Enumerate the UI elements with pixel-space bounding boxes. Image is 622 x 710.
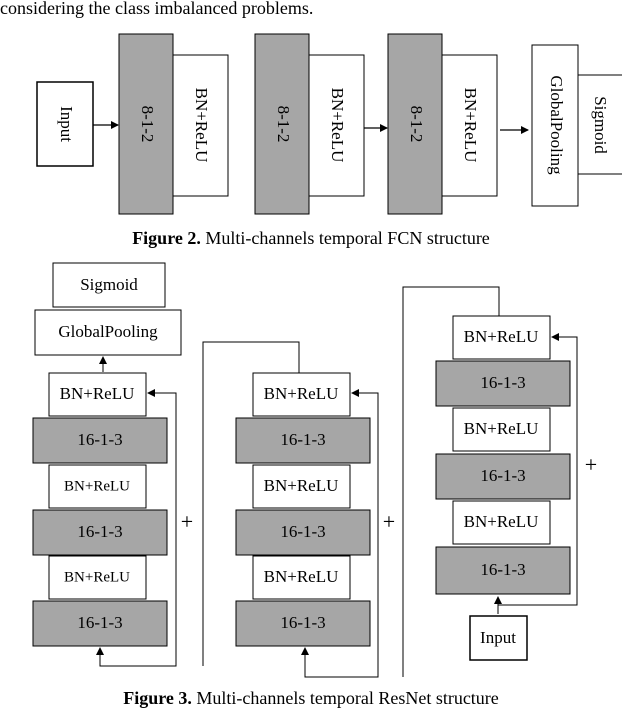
fig3-l-conv-1 [32,417,168,464]
fig2-input-label: Input [57,106,76,142]
fig2-input-box [36,81,94,167]
fig3-l-bn-2 [48,464,147,509]
fig3-r-conv-label-1: 16-1-3 [480,373,525,392]
fig3-m-conv-3 [235,600,371,647]
fig3-r-skip-connection [498,333,578,606]
fig3-m-bn-label-1: BN+ReLU [264,384,339,403]
fig3-m-skip-connection [304,389,379,678]
fig3-m-bn-2 [252,464,351,509]
fig3-r-bn-1 [452,315,551,360]
fig3-r-conv-3 [435,546,571,595]
fig3-right-to-middle-connector [402,286,500,677]
fig2-pool-label: GlobalPooling [547,75,566,175]
fig3-r-conv-label-2: 16-1-3 [480,466,525,485]
fig3-l-skip-connection [99,389,177,667]
figure3-caption: Figure 3. Multi-channels temporal ResNet… [0,688,622,709]
fig3-r-conv-2 [435,453,571,500]
fig3-sigmoid-box [52,262,166,308]
fig2-conv-box-3 [387,33,443,215]
fig2-conv-label-1: 8-1-2 [138,106,157,143]
fig3-m-bn-3 [252,555,351,600]
figure2-caption-text: Multi-channels temporal FCN structure [200,228,490,248]
fig3-l-conv-label-1: 16-1-3 [77,430,122,449]
fig3-m-bn-label-3: BN+ReLU [264,567,339,586]
fig2-bn-box-3 [440,54,498,197]
figure3-caption-text: Multi-channels temporal ResNet structure [191,688,499,708]
fig3-r-bn-2 [452,407,551,452]
fig3-l-conv-label-3: 16-1-3 [77,613,122,632]
fig2-conv-box-2 [254,33,310,215]
preceding-text: considering the class imbalanced problem… [0,0,314,18]
fig3-l-conv-2 [32,509,168,556]
fig3-r-conv-1 [435,360,571,407]
fig3-sigmoid-label: Sigmoid [80,275,138,294]
fig2-conv-box-1 [118,33,174,215]
fig2-sigmoid-label: Sigmoid [591,96,610,154]
fig3-l-conv-label-2: 16-1-3 [77,522,122,541]
fig3-m-conv-2 [235,509,371,556]
fig3-l-bn-label-3: BN+ReLU [64,569,130,585]
fig3-r-bn-label-2: BN+ReLU [464,419,539,438]
fig2-bn-label-1: BN+ReLU [192,88,211,163]
fig3-m-plus: + [383,509,395,534]
fig2-conv-label-3: 8-1-2 [407,106,426,143]
fig3-pool-label: GlobalPooling [58,322,158,341]
fig2-pool-box [531,44,579,207]
figure2-caption-label: Figure 2. [132,228,201,248]
figure2-diagram: Input 8-1-2 BN+ReLU 8-1-2 BN+ReLU 8-1-2 … [36,33,622,215]
fig2-conv-label-2: 8-1-2 [274,106,293,143]
fig3-l-bn-1 [48,372,147,417]
fig3-m-conv-1 [235,417,371,464]
fig3-middle-to-left-connector [202,341,300,666]
fig3-l-bn-3 [48,555,147,600]
fig3-r-conv-label-3: 16-1-3 [480,560,525,579]
figure3-caption-label: Figure 3. [123,688,192,708]
fig3-m-conv-label-1: 16-1-3 [280,430,325,449]
figure3-diagram: Sigmoid GlobalPooling BN+ReLU 16-1-3 BN+… [32,262,597,678]
fig3-m-bn-label-2: BN+ReLU [264,476,339,495]
fig3-r-bn-label-1: BN+ReLU [464,327,539,346]
fig3-l-bn-label-1: BN+ReLU [60,384,135,403]
fig3-r-bn-3 [452,500,551,545]
fig3-l-conv-3 [32,600,168,647]
fig3-l-bn-label-2: BN+ReLU [64,478,130,494]
fig2-bn-box-2 [307,54,365,197]
fig3-l-plus: + [181,509,193,534]
fig3-r-plus: + [585,452,597,477]
fig2-bn-label-3: BN+ReLU [461,88,480,163]
fig3-input-label: Input [480,628,516,647]
fig3-m-conv-label-2: 16-1-3 [280,522,325,541]
fig3-m-bn-1 [252,372,351,417]
fig3-input-box [469,615,528,661]
fig2-bn-label-2: BN+ReLU [328,88,347,163]
figure2-caption: Figure 2. Multi-channels temporal FCN st… [0,228,622,249]
fig3-r-bn-label-3: BN+ReLU [464,512,539,531]
fig3-pool-box [34,309,182,356]
fig3-m-conv-label-3: 16-1-3 [280,613,325,632]
